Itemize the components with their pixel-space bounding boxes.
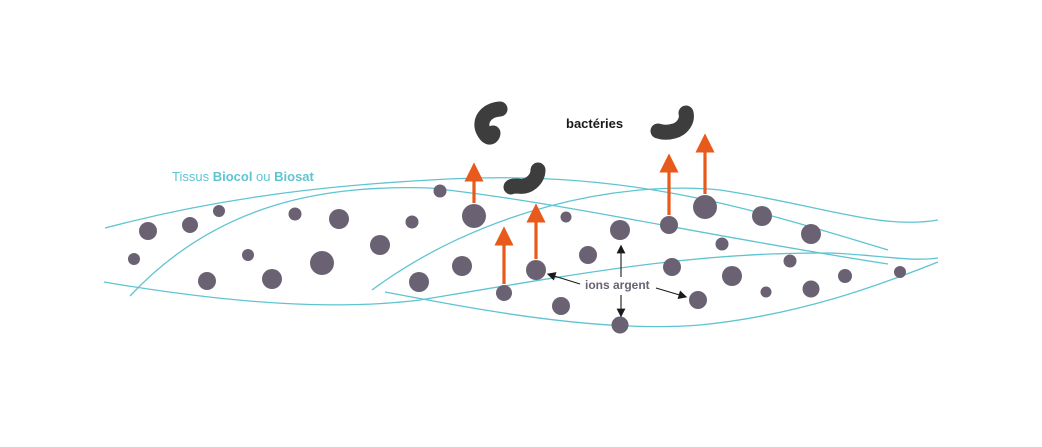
bacteria-label: bactéries xyxy=(566,116,623,131)
fabric-fiber xyxy=(371,187,939,291)
silver-ion xyxy=(182,217,198,233)
ions-label: ions argent xyxy=(585,278,650,292)
tissue-label-prefix: Tissus xyxy=(172,169,213,184)
silver-ion xyxy=(452,256,472,276)
silver-ion xyxy=(783,254,797,268)
silver-ion xyxy=(242,249,254,261)
silver-ion xyxy=(610,220,630,240)
silver-ion xyxy=(722,266,742,286)
silver-ion xyxy=(198,272,216,290)
silver-ion xyxy=(526,260,546,280)
silver-ion xyxy=(213,205,225,217)
silver-ion xyxy=(663,258,681,276)
silver-ion xyxy=(752,206,772,226)
silver-ion xyxy=(139,222,157,240)
silver-ion xyxy=(660,216,678,234)
silver-ion xyxy=(462,204,486,228)
bacteria xyxy=(474,101,694,195)
silver-ion xyxy=(560,211,572,223)
silver-ion xyxy=(496,285,512,301)
silver-ion xyxy=(370,235,390,255)
silver-ion xyxy=(310,251,334,275)
ion-pointer-arrows xyxy=(546,244,688,318)
fabric-fiber xyxy=(384,261,939,328)
fabric-fibers xyxy=(103,177,939,328)
bacterium xyxy=(650,105,694,140)
silver-ion xyxy=(760,286,772,298)
tissue-label-biocol: Biocol xyxy=(213,169,253,184)
silver-ion xyxy=(409,272,429,292)
silver-ion xyxy=(838,269,852,283)
silver-ion xyxy=(801,224,821,244)
silver-ion xyxy=(894,266,906,278)
silver-ion xyxy=(433,184,447,198)
silver-ion xyxy=(262,269,282,289)
bacterium xyxy=(474,101,508,145)
silver-ion xyxy=(552,297,570,315)
pointer-arrow xyxy=(546,272,581,285)
fabric-fiber xyxy=(129,187,889,297)
pointer-arrow xyxy=(655,287,688,299)
tissue-label-middle: ou xyxy=(252,169,274,184)
silver-ions xyxy=(128,184,906,334)
silver-ion xyxy=(128,253,140,265)
silver-ion xyxy=(611,316,629,334)
silver-ion xyxy=(715,237,729,251)
silver-ion xyxy=(802,280,820,298)
silver-ion xyxy=(579,246,597,264)
tissue-label: Tissus Biocol ou Biosat xyxy=(172,169,315,184)
tissue-label-biosat: Biosat xyxy=(274,169,314,184)
silver-ion xyxy=(689,291,707,309)
silver-ion xyxy=(693,195,717,219)
silver-ion xyxy=(405,215,419,229)
bacterium xyxy=(503,162,546,195)
release-arrows xyxy=(464,133,715,284)
silver-ion xyxy=(329,209,349,229)
fabric-fiber xyxy=(103,252,939,306)
silver-ion xyxy=(288,207,302,221)
